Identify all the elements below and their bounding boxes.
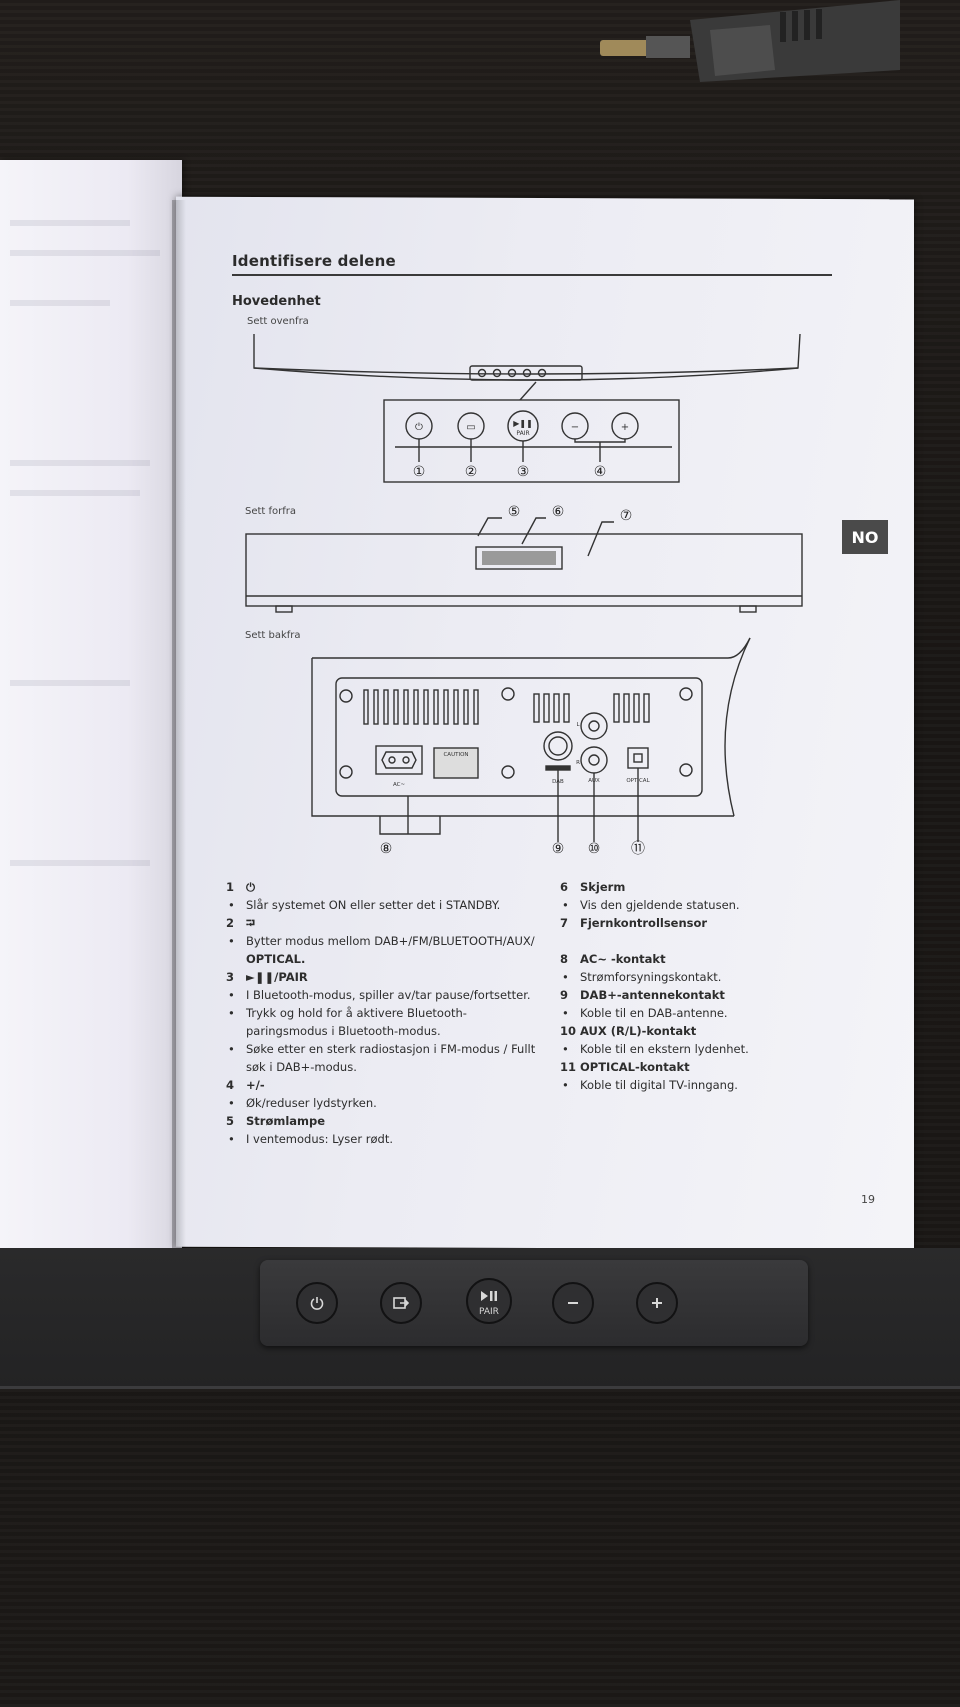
svg-text:▶❚❚: ▶❚❚ <box>513 419 533 428</box>
front-display-window <box>482 551 556 565</box>
left-description-column: 1⏻ Slår systemet ON eller setter det i S… <box>226 878 535 1148</box>
left-page <box>0 160 182 1270</box>
item-3-heading: 3►❚❚/PAIR <box>226 970 308 984</box>
svg-text:AC~: AC~ <box>393 782 406 788</box>
view-back-label: Sett bakfra <box>245 630 301 641</box>
svg-text:R: R <box>576 760 580 766</box>
view-front-label: Sett forfra <box>245 506 297 517</box>
volume-up-button[interactable] <box>636 1282 678 1324</box>
item-2-heading: 2⮒ <box>226 916 255 930</box>
callout-11: ⑪ <box>631 841 645 857</box>
item-3-desc-3: Søke etter en sterk radiostasjon i FM-mo… <box>226 1040 535 1058</box>
power-icon <box>310 1297 324 1310</box>
view-top-label: Sett ovenfra <box>247 316 309 327</box>
svg-text:+: + <box>621 422 629 433</box>
ac-socket <box>375 745 423 775</box>
plus-icon <box>652 1298 662 1308</box>
item-10-desc: Koble til en ekstern lydenhet. <box>560 1040 749 1058</box>
item-4-desc: Øk/reduser lydstyrken. <box>226 1094 535 1112</box>
volume-down-button[interactable] <box>552 1282 594 1324</box>
page-gutter <box>172 200 186 1250</box>
svg-text:OPTICAL: OPTICAL <box>626 778 650 784</box>
vent-slots-right <box>613 693 650 723</box>
dab-socket <box>543 731 573 761</box>
item-9-desc: Koble til en DAB-antenne. <box>560 1004 749 1022</box>
callout-2: ② <box>465 464 478 480</box>
item-2-desc-cont: OPTICAL. <box>246 952 306 966</box>
item-2-desc: Bytter modus mellom DAB+/FM/BLUETOOTH/AU… <box>226 932 535 950</box>
play-pause-icon <box>481 1291 497 1301</box>
svg-text:L: L <box>576 722 580 728</box>
spacer <box>560 932 749 950</box>
page-number: 19 <box>861 1193 875 1206</box>
callout-4: ④ <box>594 464 607 480</box>
play-pause-pair-button[interactable]: PAIR <box>466 1278 512 1324</box>
item-3-desc-3-cont: søk i DAB+-modus. <box>246 1060 357 1074</box>
svg-text:▭: ▭ <box>466 422 475 433</box>
item-3-desc-1: I Bluetooth-modus, spiller av/tar pause/… <box>226 986 535 1004</box>
callout-7: ⑦ <box>620 508 633 524</box>
callout-6: ⑥ <box>552 504 565 520</box>
svg-text:−: − <box>571 422 579 433</box>
item-4-heading: 4+/- <box>226 1078 265 1092</box>
callout-5: ⑤ <box>508 504 521 520</box>
section-title: Identifisere delene <box>232 252 396 270</box>
callout-3: ③ <box>517 464 530 480</box>
language-tab: NO <box>842 520 888 554</box>
power-plug <box>600 0 900 82</box>
item-6-desc: Vis den gjeldende statusen. <box>560 896 749 914</box>
vent-slots-left <box>363 689 479 725</box>
title-underline <box>232 274 832 276</box>
svg-text:AUX: AUX <box>588 778 600 784</box>
item-8-desc: Strømforsyningskontakt. <box>560 968 749 986</box>
soundbar-edge <box>0 1386 960 1389</box>
top-view <box>253 333 801 483</box>
item-1-desc: Slår systemet ON eller setter det i STAN… <box>226 896 535 914</box>
power-button[interactable] <box>296 1282 338 1324</box>
item-5-desc: I ventemodus: Lyser rødt. <box>226 1130 535 1148</box>
svg-text:DAB: DAB <box>552 779 564 785</box>
callout-10: ⑩ <box>588 841 601 857</box>
optical-socket <box>627 747 649 769</box>
input-icon <box>393 1297 410 1309</box>
minus-icon <box>568 1302 578 1304</box>
svg-text:PAIR: PAIR <box>516 430 529 437</box>
item-3-desc-2-cont: paringsmodus i Bluetooth-modus. <box>246 1024 441 1038</box>
soundbar-control-panel: PAIR <box>260 1260 808 1346</box>
item-3-desc-2: Trykk og hold for å aktivere Bluetooth- <box>226 1004 535 1022</box>
vent-slots-mid <box>533 693 570 723</box>
front-view <box>245 517 803 613</box>
callout-1: ① <box>413 464 426 480</box>
callout-8: ⑧ <box>380 841 393 857</box>
pair-label: PAIR <box>479 1307 499 1317</box>
device-diagram: ⏻ ▭ ▶❚❚ PAIR − + ① ② ③ ④ ⑤ ⑥ ⑦ <box>245 333 803 857</box>
back-view <box>311 637 751 842</box>
item-1-heading: 1⏻ <box>226 880 256 894</box>
svg-text:CAUTION: CAUTION <box>443 752 468 758</box>
callout-9: ⑨ <box>552 841 565 857</box>
input-button[interactable] <box>380 1282 422 1324</box>
subsection-title: Hovedenhet <box>232 294 321 309</box>
item-11-desc: Koble til digital TV-inngang. <box>560 1076 749 1094</box>
svg-text:⏻: ⏻ <box>415 422 423 433</box>
